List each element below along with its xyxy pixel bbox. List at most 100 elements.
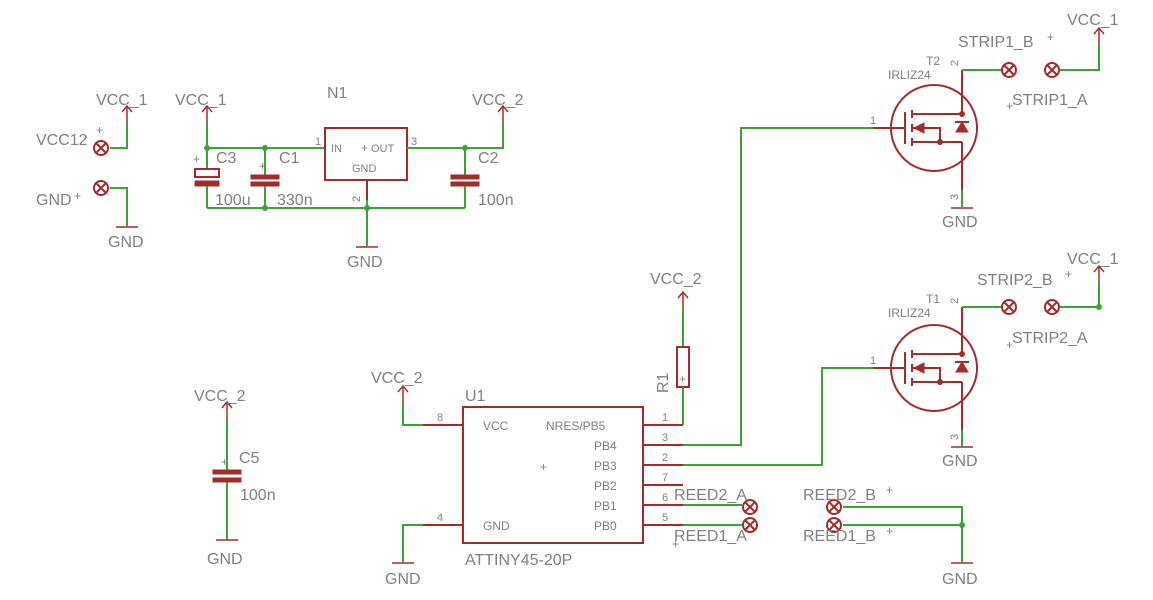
strip2-b-pad[interactable] [1044, 299, 1060, 315]
vcc2-label-c: VCC_2 [371, 370, 423, 387]
vcc12-connector-pad[interactable] [93, 140, 109, 156]
gnd-label: GND [108, 234, 144, 251]
plus-mark: + [886, 483, 893, 497]
gate-wire-t1 [683, 367, 873, 466]
capacitor-c5[interactable] [212, 419, 242, 540]
reed-group: REED2_A REED1_A + REED2_B + REED1_B + GN… [672, 483, 978, 588]
plus-mark: + [221, 455, 228, 469]
gnd-label: GND [385, 571, 421, 588]
regulator-group: VCC_1 + C3 100u + C1 330n [175, 85, 524, 271]
strip1-b-label: STRIP1_B [958, 34, 1034, 51]
gnd-label: GND [347, 254, 383, 271]
t2-value: IRLIZ24 [888, 68, 931, 82]
strip2-a-label: STRIP2_A [1012, 330, 1088, 347]
capacitor-c1[interactable] [250, 148, 280, 208]
u1-pin-pb5: NRES/PB5 [546, 419, 606, 433]
plus-mark: + [361, 141, 368, 155]
strip1-a-pad[interactable] [1001, 62, 1017, 78]
mosfet-t2[interactable] [873, 70, 978, 190]
plus-mark: + [1006, 99, 1013, 113]
u1-pin-gnd: GND [483, 519, 510, 533]
vcc1-label-a: VCC_1 [96, 92, 148, 109]
reg-pin-3: 3 [411, 136, 417, 148]
r1-name: R1 [655, 372, 672, 393]
c2-value: 100n [478, 192, 514, 209]
reed2-a-pad[interactable] [742, 499, 758, 515]
plus-mark: + [1065, 267, 1072, 281]
t2-name: T2 [926, 54, 940, 68]
vcc2-label-a: VCC_2 [472, 92, 524, 109]
vcc1-label-c: VCC_1 [1067, 12, 1119, 29]
u1-pin-num-3: 3 [662, 432, 668, 444]
u1-pin-num-6: 6 [662, 492, 668, 504]
t1-pin-3: 3 [949, 434, 961, 440]
strip1-b-pad[interactable] [1044, 62, 1060, 78]
gnd-connector-label: GND [36, 192, 72, 209]
reed2-b-label: REED2_B [803, 487, 876, 504]
vcc2-label-b: VCC_2 [194, 388, 246, 405]
vcc2-label-d: VCC_2 [650, 271, 702, 288]
decoupling-group: VCC_2 + C5 100n GND [194, 388, 276, 568]
c5-name: C5 [239, 450, 260, 467]
mosfet-t1-group: T1 IRLIZ24 1 2 3 GND [870, 251, 1119, 470]
reg-pin-1: 1 [315, 136, 321, 148]
reed1-b-pad[interactable] [826, 517, 842, 533]
t2-pin-3: 3 [949, 194, 961, 200]
plus-mark: + [672, 537, 679, 551]
u1-value: ATTINY45-20P [465, 552, 572, 569]
reg-pin-out: OUT [371, 143, 395, 155]
t1-pin-2: 2 [949, 298, 961, 304]
u1-pin-8: 8 [437, 412, 443, 424]
plus-mark: + [886, 524, 893, 538]
t2-pin-2: 2 [949, 60, 961, 66]
plus-mark: + [74, 189, 81, 203]
mosfet-t1[interactable] [873, 307, 978, 430]
reed1-b-label: REED1_B [803, 528, 876, 545]
u1-pin-num-7: 7 [662, 472, 668, 484]
mcu-u1[interactable] [462, 406, 644, 544]
u1-pin-pb1: PB1 [594, 499, 617, 513]
c5-value: 100n [240, 487, 276, 504]
t1-pin-1: 1 [870, 355, 876, 367]
vcc1-label-d: VCC_1 [1067, 251, 1119, 268]
reed2-b-pad[interactable] [826, 499, 842, 515]
u1-pin-pb2: PB2 [594, 479, 617, 493]
strip1-a-label: STRIP1_A [1012, 92, 1088, 109]
t1-name: T1 [926, 292, 940, 306]
u1-pin-pb4: PB4 [594, 439, 617, 453]
capacitor-c2[interactable] [450, 148, 480, 208]
gnd-label: GND [942, 571, 978, 588]
vcc1-label-b: VCC_1 [175, 92, 227, 109]
gnd-label: GND [942, 453, 978, 470]
power-connector-group: VCC_1 VCC12 + GND + GND [36, 92, 148, 251]
u1-pin-pb0: PB0 [594, 519, 617, 533]
capacitor-c3[interactable] [194, 148, 220, 208]
c2-name: C2 [478, 150, 499, 167]
mosfet-t2-group: T2 IRLIZ24 1 2 3 GND [870, 12, 1119, 231]
strip2-a-pad[interactable] [1001, 299, 1017, 315]
vcc12-label: VCC12 [36, 132, 88, 149]
c3-name: C3 [216, 150, 237, 167]
gnd-connector-pad[interactable] [93, 180, 109, 196]
u1-pin-pb3: PB3 [594, 459, 617, 473]
reed2-a-label: REED2_A [674, 487, 747, 504]
u1-pin-num-1: 1 [662, 412, 668, 424]
t1-value: IRLIZ24 [888, 306, 931, 320]
c3-value: 100u [215, 192, 251, 209]
plus-mark: + [193, 152, 200, 166]
t2-pin-1: 1 [870, 115, 876, 127]
gnd-label: GND [207, 551, 243, 568]
reg-pin-2: 2 [351, 196, 363, 202]
reed1-a-pad[interactable] [742, 517, 758, 533]
reed1-a-label: REED1_A [674, 528, 747, 545]
plus-mark: + [1047, 30, 1054, 44]
gnd-label: GND [942, 214, 978, 231]
reg-pin-gnd: GND [352, 163, 377, 175]
regulator-name: N1 [327, 85, 348, 102]
reg-pin-in: IN [331, 143, 342, 155]
c1-value: 330n [277, 192, 313, 209]
plus-mark: + [540, 460, 547, 474]
plus-mark: + [1006, 338, 1013, 352]
u1-pin-num-2: 2 [662, 452, 668, 464]
